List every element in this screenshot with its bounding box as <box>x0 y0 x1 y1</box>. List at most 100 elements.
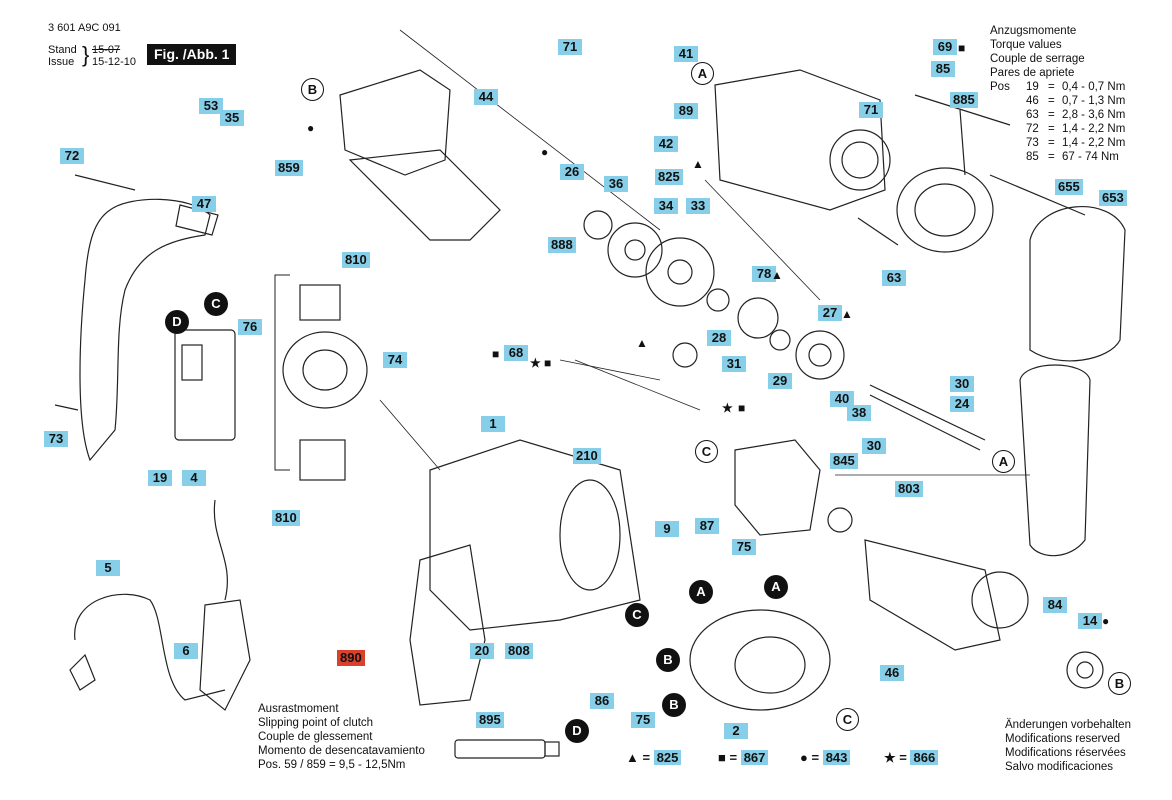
gear-33-drawing <box>645 237 715 307</box>
torque-pos: 46 <box>1026 95 1039 107</box>
callout-c-filled: C <box>625 603 649 627</box>
torque-row: 46=0,7 - 1,3 Nm <box>1026 95 1126 107</box>
part-label-30-lower: 30 <box>862 438 886 454</box>
clutch-line: Slipping point of clutch <box>258 717 374 729</box>
modifications-block: Änderungen vorbehalten Modifications res… <box>1005 718 1131 774</box>
issue-label: Issue <box>48 56 75 68</box>
part-label-63: 63 <box>882 270 906 286</box>
torque-range: 2,8 - 3,6 Nm <box>1062 109 1126 121</box>
switch-drawing <box>174 329 236 441</box>
legend-item-dot: ● = 843 <box>800 750 851 765</box>
star-marker: ★ <box>722 401 733 415</box>
torque-pos: 72 <box>1026 123 1039 135</box>
power-cord-drawing <box>74 593 226 701</box>
part-label-44: 44 <box>474 89 498 105</box>
triangle-marker: ▲ <box>692 157 704 171</box>
callout-c: C <box>695 440 718 463</box>
front-housing-drawing <box>714 69 886 211</box>
legend-symbol: ★ <box>884 750 896 765</box>
part-label-859: 859 <box>275 160 303 176</box>
legend-item-triangle: ▲ = 825 <box>626 750 682 765</box>
part-label-803: 803 <box>895 481 923 497</box>
callout-b: B <box>1108 672 1131 695</box>
part-label-655: 655 <box>1055 179 1083 195</box>
part-label-71-right: 71 <box>859 102 883 118</box>
stand-date: 15-07 <box>92 44 121 56</box>
chuck-drawing <box>896 167 994 253</box>
part-label-845: 845 <box>830 453 858 469</box>
legend-item-star: ★ = 866 <box>884 750 939 766</box>
callout-b: B <box>301 78 324 101</box>
torque-line: Pares de apriete <box>990 67 1075 79</box>
gear-34-drawing <box>607 222 663 278</box>
part-label-76: 76 <box>238 319 262 335</box>
callout-b-filled: B <box>656 648 680 672</box>
part-label-89: 89 <box>674 103 698 119</box>
legend-value: 866 <box>910 750 939 765</box>
part-label-73: 73 <box>44 431 68 447</box>
torque-row: 85=67 - 74 Nm <box>1026 151 1119 163</box>
part-label-4: 4 <box>182 470 206 486</box>
square-marker: ■ <box>492 347 500 361</box>
part-label-825: 825 <box>655 169 683 185</box>
torque-range: 67 - 74 Nm <box>1062 151 1119 163</box>
mod-line: Salvo modificaciones <box>1005 761 1114 773</box>
torque-row: 63=2,8 - 3,6 Nm <box>1026 109 1126 121</box>
armature-drawing <box>864 539 1001 651</box>
part-label-68: 68 <box>504 345 528 361</box>
callout-a: A <box>691 62 714 85</box>
figure-title: Fig. /Abb. 1 <box>147 44 237 65</box>
part-label-41: 41 <box>674 46 698 62</box>
clutch-line: Momento de desencatavamiento <box>258 745 425 757</box>
part-label-69: 69 <box>933 39 957 55</box>
clutch-line: Couple de glessement <box>258 731 373 743</box>
torque-range: 1,4 - 2,2 Nm <box>1062 123 1126 135</box>
part-label-27: 27 <box>818 305 842 321</box>
part-label-47: 47 <box>192 196 216 212</box>
gear-housing-drawing <box>339 69 451 176</box>
torque-line: Couple de serrage <box>990 53 1085 65</box>
part-label-5: 5 <box>96 560 120 576</box>
part-label-6: 6 <box>174 643 198 659</box>
field-drawing <box>689 609 831 711</box>
part-label-34: 34 <box>654 198 678 214</box>
air-guide-drawing <box>734 439 821 536</box>
callout-d-filled: D <box>565 719 589 743</box>
callout-a: A <box>992 450 1015 473</box>
torque-line: Anzugsmomente <box>990 25 1077 37</box>
legend-value: 843 <box>822 750 851 765</box>
part-label-810-top: 810 <box>342 252 370 268</box>
part-label-810-bottom: 810 <box>272 510 300 526</box>
grease-tube-drawing <box>454 739 546 759</box>
bearing-drawing <box>795 330 845 380</box>
part-label-19: 19 <box>148 470 172 486</box>
part-label-85: 85 <box>931 61 955 77</box>
triangle-marker: ▲ <box>771 268 783 282</box>
square-marker: ■ <box>738 401 746 415</box>
part-label-35: 35 <box>220 110 244 126</box>
torque-range: 0,4 - 0,7 Nm <box>1062 81 1126 93</box>
part-label-1: 1 <box>481 416 505 432</box>
part-label-2: 2 <box>724 723 748 739</box>
legend-symbol: ▲ <box>626 750 639 765</box>
part-label-86: 86 <box>590 693 614 709</box>
part-label-36: 36 <box>604 176 628 192</box>
brace-glyph: } <box>82 42 90 67</box>
part-label-895: 895 <box>476 712 504 728</box>
side-handle-drawing <box>1029 206 1126 362</box>
dot-marker: ● <box>307 121 315 135</box>
square-marker: ■ <box>544 356 552 370</box>
brush-holder-drawing <box>282 331 368 409</box>
square-marker: ■ <box>958 41 966 55</box>
document-number: 3 601 A9C 091 <box>48 22 121 34</box>
torque-line: Torque values <box>990 39 1062 51</box>
pos-label: Pos <box>990 81 1010 93</box>
stand-label: Stand <box>48 44 77 56</box>
part-label-24: 24 <box>950 396 974 412</box>
callout-a-filled: A <box>764 575 788 599</box>
mod-line: Modifications reserved <box>1005 733 1121 745</box>
torque-range: 1,4 - 2,2 Nm <box>1062 137 1126 149</box>
part-label-31: 31 <box>722 356 746 372</box>
